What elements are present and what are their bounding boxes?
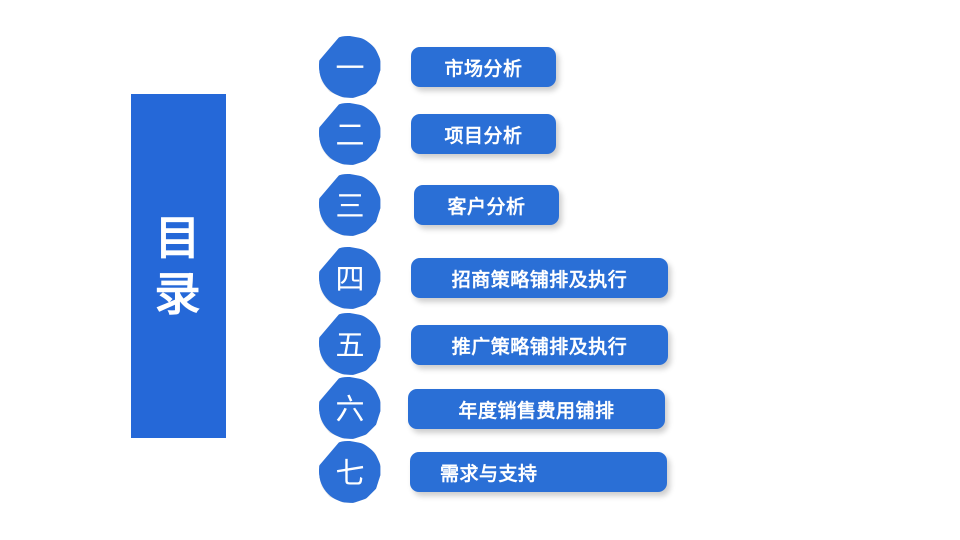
- toc-item-number: 二: [335, 117, 365, 152]
- toc-item-number: 四: [335, 261, 365, 296]
- toc-item-label: 需求与支持: [440, 462, 538, 485]
- toc-item-label: 年度销售费用铺排: [458, 399, 615, 422]
- toc-item-number-badge[interactable]: 三: [319, 174, 381, 236]
- toc-item-pill[interactable]: 推广策略铺排及执行: [411, 325, 668, 365]
- toc-item-number-badge[interactable]: 一: [319, 36, 381, 98]
- toc-title-bar: 目录: [131, 94, 226, 438]
- toc-item-label: 客户分析: [447, 195, 526, 218]
- toc-item-number: 一: [335, 50, 365, 85]
- toc-item-pill[interactable]: 需求与支持: [410, 452, 667, 492]
- toc-item-number-badge[interactable]: 四: [319, 247, 381, 309]
- toc-item-pill[interactable]: 市场分析: [411, 47, 556, 87]
- toc-item-pill[interactable]: 客户分析: [414, 185, 559, 225]
- toc-item-pill[interactable]: 年度销售费用铺排: [408, 389, 665, 429]
- toc-item-number-badge[interactable]: 二: [319, 103, 381, 165]
- toc-item-number: 三: [335, 188, 365, 223]
- page-title: 目录: [154, 210, 203, 321]
- toc-item-number: 五: [335, 327, 365, 362]
- toc-item-label: 招商策略铺排及执行: [451, 268, 628, 291]
- toc-item-number-badge[interactable]: 五: [319, 313, 381, 375]
- toc-item-pill[interactable]: 招商策略铺排及执行: [411, 258, 668, 298]
- toc-item-number-badge[interactable]: 六: [319, 377, 381, 439]
- toc-item-number: 七: [335, 455, 365, 490]
- toc-item-label: 市场分析: [444, 57, 523, 80]
- toc-item-label: 推广策略铺排及执行: [451, 335, 628, 358]
- toc-item-number-badge[interactable]: 七: [319, 441, 381, 503]
- toc-item-number: 六: [335, 391, 365, 426]
- toc-item-pill[interactable]: 项目分析: [411, 114, 556, 154]
- toc-item-label: 项目分析: [444, 124, 523, 147]
